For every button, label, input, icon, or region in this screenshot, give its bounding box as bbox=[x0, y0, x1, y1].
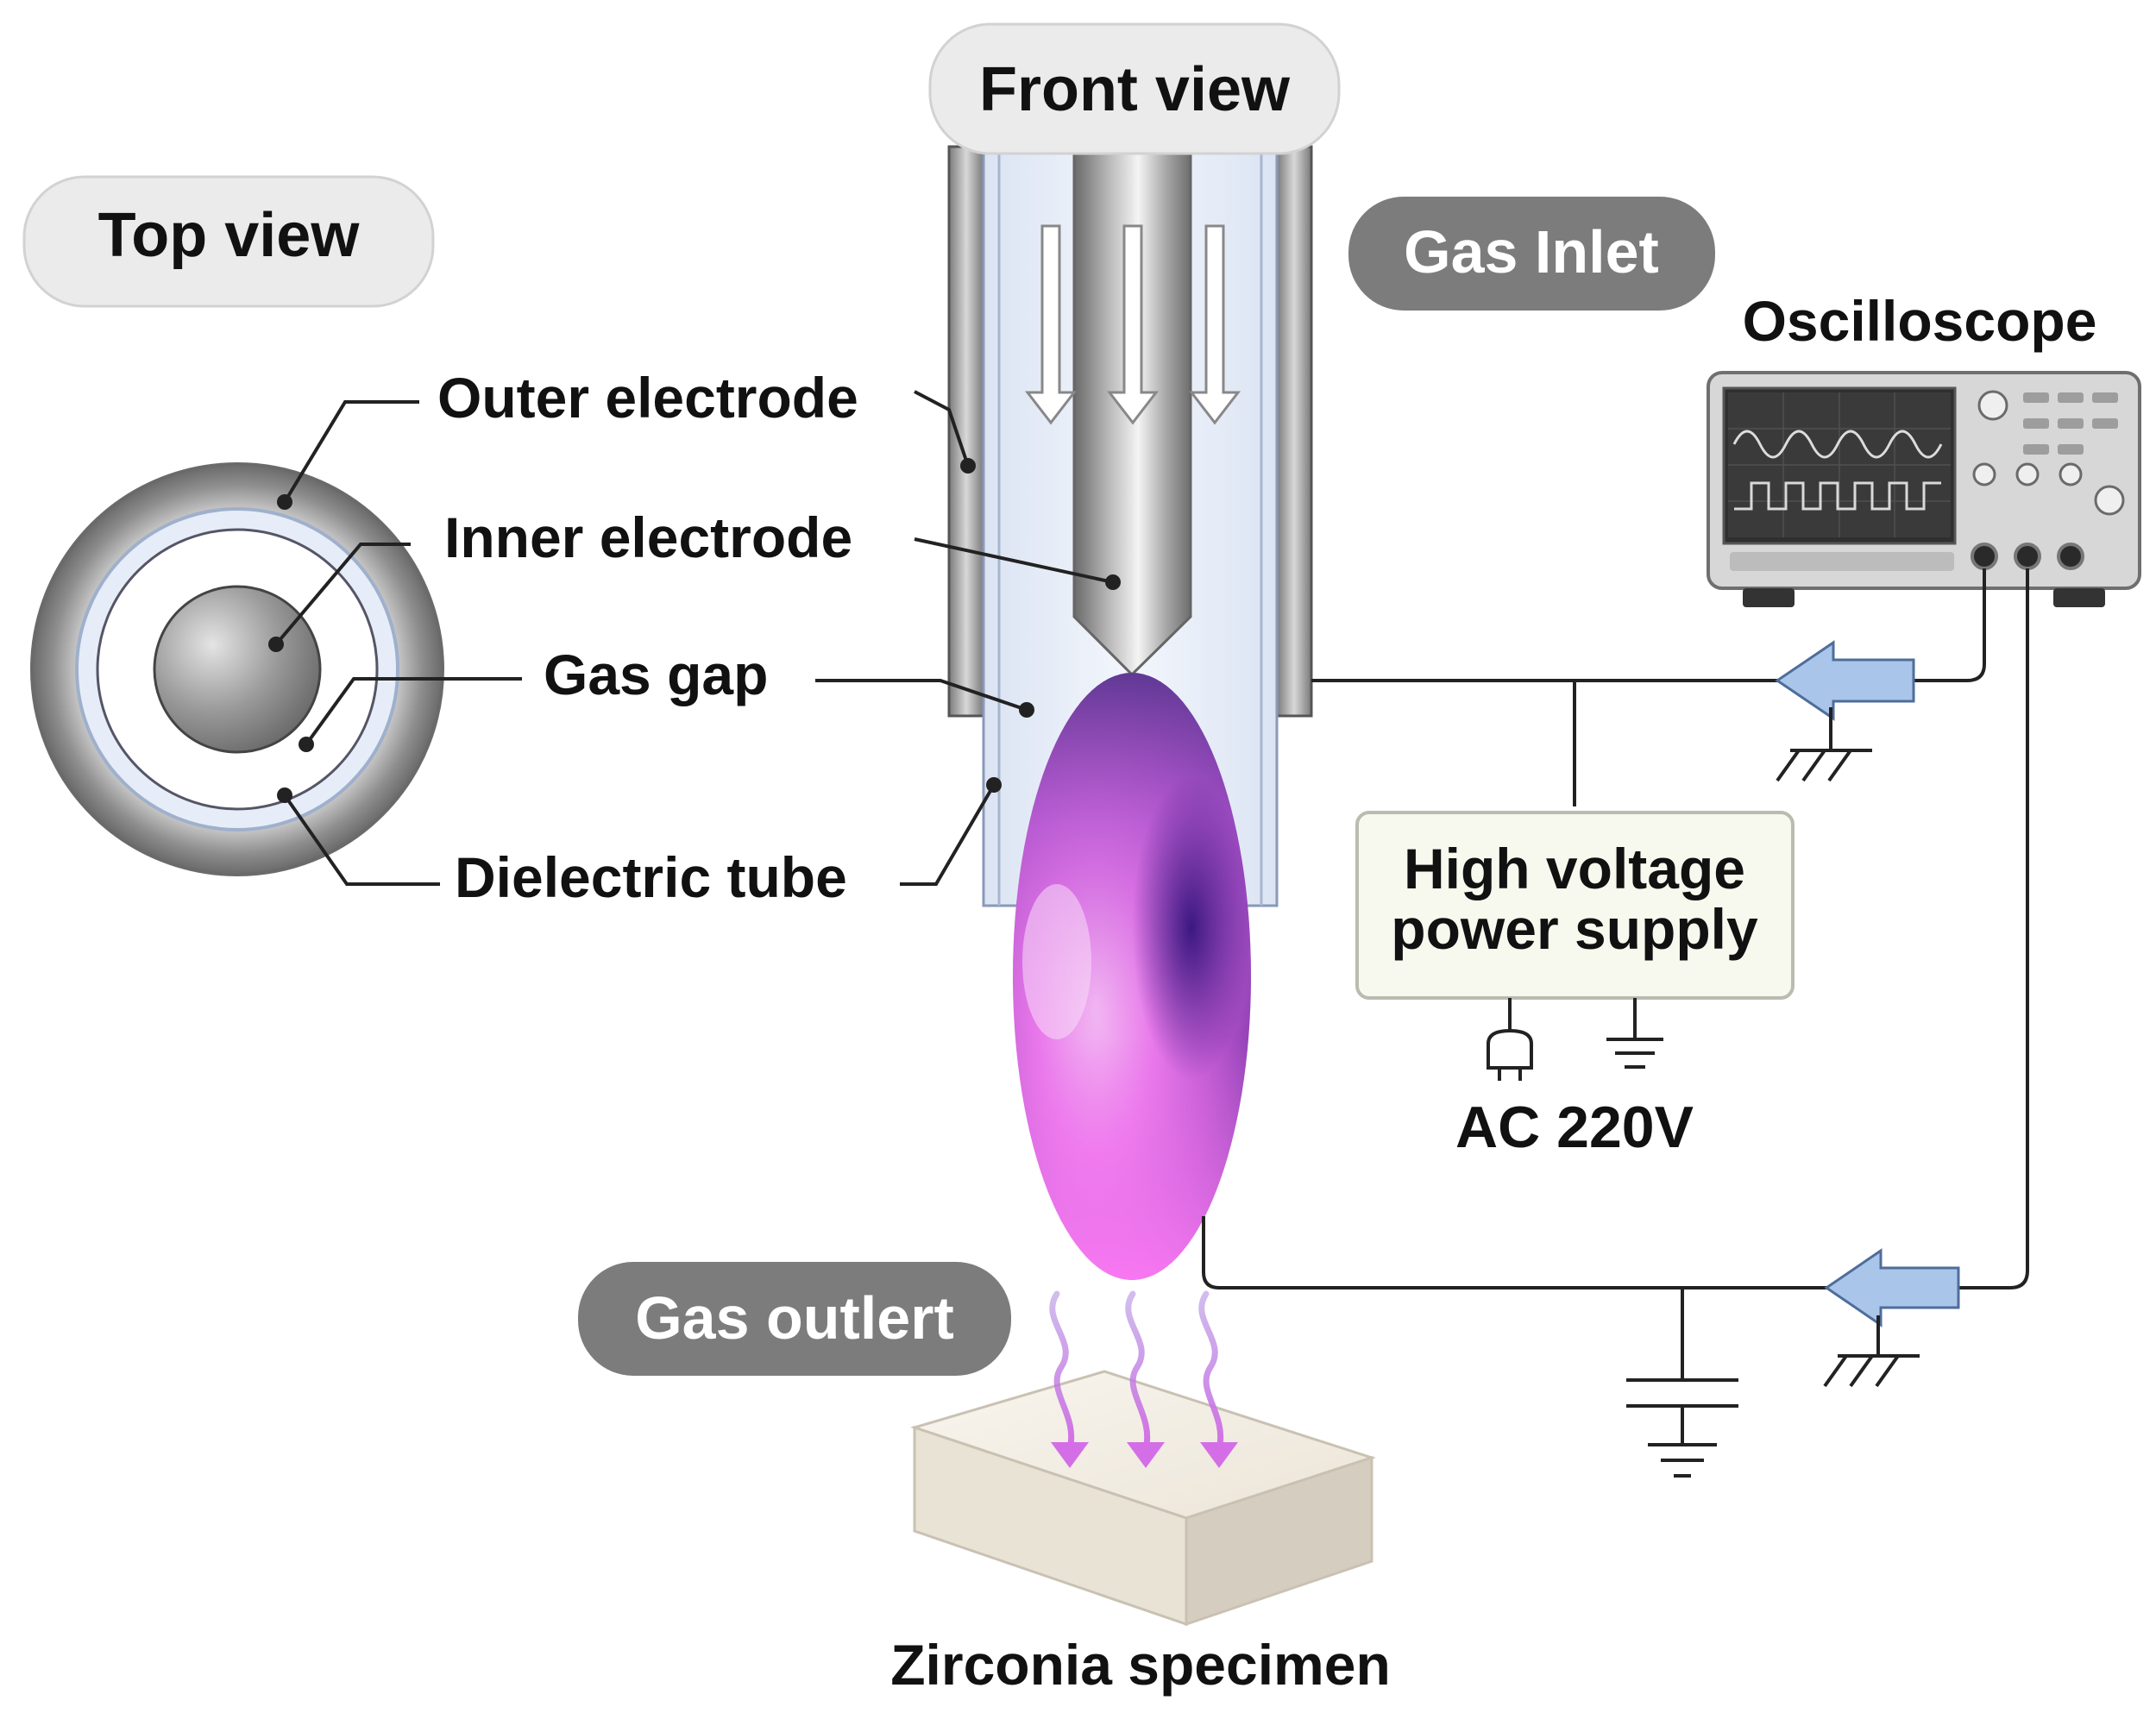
square-trace bbox=[1734, 481, 1941, 511]
outer-electrode-label: Outer electrode bbox=[437, 366, 858, 430]
front-view-leaders bbox=[815, 390, 1114, 886]
gas-outlet-label: Gas outlert bbox=[635, 1284, 954, 1352]
sine-trace bbox=[1732, 430, 1943, 459]
gas-inflow-arrows bbox=[1024, 224, 1241, 425]
hv-power-supply-box: High voltage power supply bbox=[1355, 811, 1795, 1000]
leader-inner-electrode bbox=[274, 543, 411, 646]
leader-outer-electrode bbox=[283, 400, 419, 504]
ac-supply-label: AC 220V bbox=[1455, 1095, 1694, 1160]
gas-gap-label: Gas gap bbox=[544, 643, 768, 706]
plasma-plume bbox=[1013, 673, 1251, 1280]
probe-icon bbox=[1823, 1248, 1960, 1388]
arrow-down-icon bbox=[1051, 1442, 1089, 1468]
arrow-down-icon bbox=[1106, 224, 1160, 425]
leader-dielectric bbox=[283, 794, 440, 886]
outer-electrode-right bbox=[1275, 145, 1313, 718]
plug-icon bbox=[1487, 998, 1533, 1081]
dielectric-tube-label: Dielectric tube bbox=[455, 845, 847, 909]
front-view-label: Front view bbox=[979, 55, 1291, 124]
top-view-label: Top view bbox=[98, 201, 361, 270]
probe-icon bbox=[1775, 640, 1915, 782]
gas-outlet-pill: Gas outlert bbox=[578, 1262, 1011, 1376]
oscilloscope-label: Oscilloscope bbox=[1743, 289, 2097, 353]
outer-electrode-left bbox=[947, 145, 985, 718]
top-view-leader-dots bbox=[268, 494, 314, 803]
gas-inlet-label: Gas Inlet bbox=[1404, 218, 1659, 286]
circuit-wires bbox=[1202, 568, 2029, 1445]
arrow-down-icon bbox=[1200, 1442, 1238, 1468]
top-view-cross-section bbox=[30, 462, 444, 876]
inner-electrode-label: Inner electrode bbox=[444, 505, 852, 569]
heat-wave-icon bbox=[1049, 1290, 1224, 1453]
inner-electrode-disk bbox=[153, 585, 322, 754]
specimen-label: Zirconia specimen bbox=[890, 1633, 1391, 1697]
top-view-pill: Top view bbox=[22, 175, 435, 308]
oscilloscope-icon bbox=[1707, 371, 2141, 607]
arrow-down-icon bbox=[1024, 224, 1078, 425]
arrow-down-icon bbox=[1127, 1442, 1165, 1468]
leader-gas-gap bbox=[305, 677, 522, 746]
ground-icon bbox=[1606, 998, 1663, 1069]
front-view-pill: Front view bbox=[928, 22, 1341, 155]
ground-icon bbox=[1626, 1378, 1738, 1478]
top-view-leaders bbox=[274, 400, 522, 886]
gas-inlet-pill: Gas Inlet bbox=[1348, 197, 1715, 311]
arrow-down-icon bbox=[1188, 224, 1241, 425]
hv-label-line2: power supply bbox=[1391, 897, 1758, 961]
hv-label-line1: High voltage bbox=[1404, 837, 1745, 900]
